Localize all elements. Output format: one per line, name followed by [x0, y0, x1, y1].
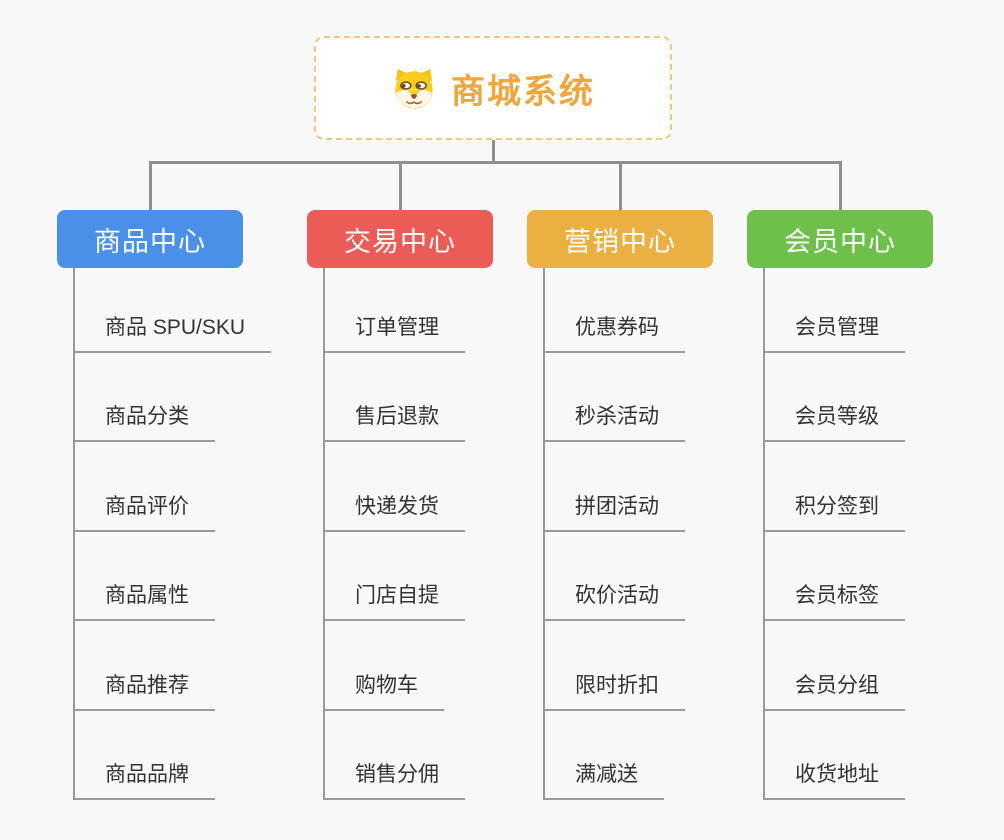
branch-product-items: 商品 SPU/SKU 商品分类 商品评价 商品属性 商品推荐 商品品牌 — [73, 268, 307, 800]
leaf-coupon-code[interactable]: 优惠券码 — [545, 268, 685, 353]
leaf-limited-time-discount[interactable]: 限时折扣 — [545, 621, 685, 711]
leaf-express-delivery[interactable]: 快递发货 — [325, 442, 465, 532]
leaf-store-pickup[interactable]: 门店自提 — [325, 532, 465, 622]
leaf-product-spu-sku[interactable]: 商品 SPU/SKU — [75, 268, 272, 353]
leaf-flash-sale[interactable]: 秒杀活动 — [545, 353, 685, 443]
leaf-member-tag[interactable]: 会员标签 — [765, 532, 905, 622]
dog-icon — [391, 66, 437, 110]
leaf-after-sale-refund[interactable]: 售后退款 — [325, 353, 465, 443]
leaf-member-management[interactable]: 会员管理 — [765, 268, 905, 353]
leaf-product-category[interactable]: 商品分类 — [75, 353, 215, 443]
branch-member-items: 会员管理 会员等级 积分签到 会员标签 会员分组 收货地址 — [763, 268, 997, 800]
leaf-product-brand[interactable]: 商品品牌 — [75, 711, 215, 800]
branch-node-trade-center[interactable]: 交易中心 — [307, 210, 493, 268]
branch-node-product-center[interactable]: 商品中心 — [57, 210, 243, 268]
leaf-product-attribute[interactable]: 商品属性 — [75, 532, 215, 622]
branch-marketing-items: 优惠券码 秒杀活动 拼团活动 砍价活动 限时折扣 满减送 — [543, 268, 777, 800]
connector-drop-product — [149, 161, 152, 210]
leaf-member-group[interactable]: 会员分组 — [765, 621, 905, 711]
branch-trade-center: 交易中心 订单管理 售后退款 快递发货 门店自提 购物车 销售分佣 — [307, 210, 557, 800]
branch-member-center: 会员中心 会员管理 会员等级 积分签到 会员标签 会员分组 收货地址 — [747, 210, 997, 800]
leaf-member-level[interactable]: 会员等级 — [765, 353, 905, 443]
leaf-shipping-address[interactable]: 收货地址 — [765, 711, 905, 800]
leaf-bargain-activity[interactable]: 砍价活动 — [545, 532, 685, 622]
branch-trade-items: 订单管理 售后退款 快递发货 门店自提 购物车 销售分佣 — [323, 268, 557, 800]
connector-bus — [149, 161, 842, 164]
connector-drop-marketing — [619, 161, 622, 210]
leaf-order-management[interactable]: 订单管理 — [325, 268, 465, 353]
connector-root-trunk — [492, 140, 495, 163]
root-node-mall-system[interactable]: 商城系统 — [314, 36, 672, 140]
leaf-full-reduction[interactable]: 满减送 — [545, 711, 664, 800]
leaf-sales-commission[interactable]: 销售分佣 — [325, 711, 465, 800]
branch-node-member-center[interactable]: 会员中心 — [747, 210, 933, 268]
branch-node-marketing-center[interactable]: 营销中心 — [527, 210, 713, 268]
leaf-shopping-cart[interactable]: 购物车 — [325, 621, 444, 711]
branch-product-center: 商品中心 商品 SPU/SKU 商品分类 商品评价 商品属性 商品推荐 商品品牌 — [57, 210, 307, 800]
connector-drop-trade — [399, 161, 402, 210]
root-label: 商城系统 — [451, 72, 595, 111]
leaf-points-checkin[interactable]: 积分签到 — [765, 442, 905, 532]
connector-drop-member — [839, 161, 842, 210]
leaf-product-review[interactable]: 商品评价 — [75, 442, 215, 532]
leaf-product-recommend[interactable]: 商品推荐 — [75, 621, 215, 711]
branch-marketing-center: 营销中心 优惠券码 秒杀活动 拼团活动 砍价活动 限时折扣 满减送 — [527, 210, 777, 800]
leaf-group-buy[interactable]: 拼团活动 — [545, 442, 685, 532]
